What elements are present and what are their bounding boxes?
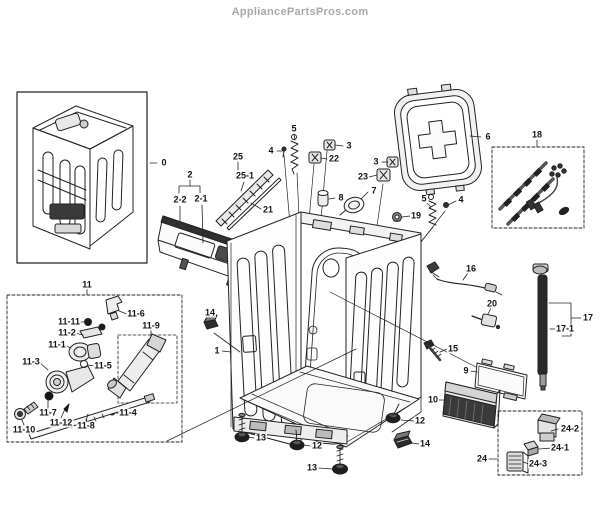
watermark-text: AppliancePartsPros.com — [231, 6, 369, 18]
leveling-foot-12b-drawing — [385, 403, 401, 424]
sensor-20-drawing — [471, 313, 501, 330]
wire-harness-box-drawing — [491, 146, 585, 229]
spring-bolt-left-drawing — [281, 146, 287, 158]
ground-wire-drawing — [426, 261, 503, 296]
clip-3b-drawing — [386, 156, 399, 168]
bracket-rail-drawing — [215, 169, 274, 227]
pump-assembly-box-drawing — [6, 294, 183, 443]
access-panel-10-drawing — [442, 381, 501, 429]
bolt-15-drawing — [423, 339, 442, 362]
grommet-8-drawing — [317, 190, 329, 207]
foot-cap-14-right-drawing — [393, 430, 413, 449]
clip-23-drawing — [376, 168, 391, 227]
cabinet-frame-drawing — [226, 211, 422, 448]
foot-cap-14-left-drawing — [203, 314, 219, 330]
leveling-foot-13b-drawing — [332, 444, 348, 475]
lid-gasket-drawing — [394, 83, 482, 196]
cabinet-assembly-box-drawing — [16, 91, 148, 264]
nut-19-drawing — [392, 212, 402, 222]
clip-22-drawing — [308, 151, 322, 221]
cap-7-drawing — [339, 196, 365, 216]
drain-hose-drawing — [532, 263, 549, 391]
access-panel-9-drawing — [474, 358, 528, 401]
terminal-box-drawing — [497, 410, 583, 476]
support-rod-drawing — [226, 177, 282, 231]
leveling-foot-12a-drawing — [289, 429, 305, 451]
clip-3a-drawing — [320, 139, 336, 220]
